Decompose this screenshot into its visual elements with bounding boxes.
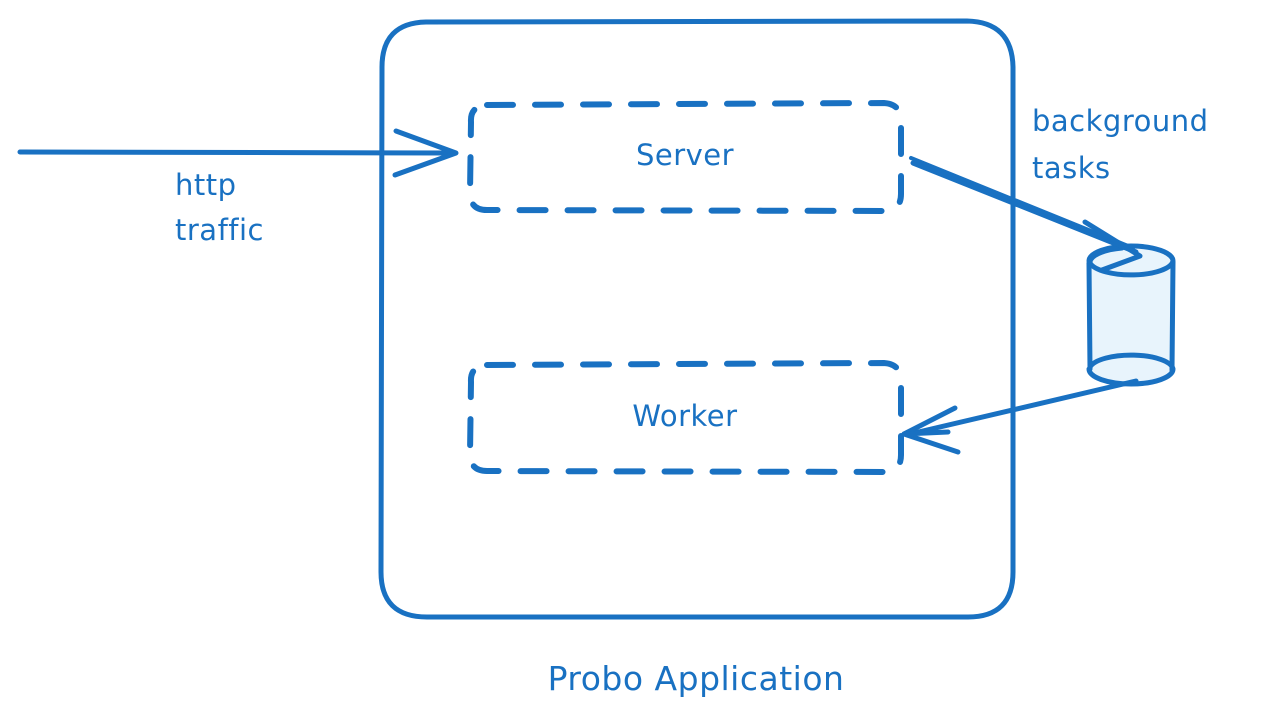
http-traffic-label-line2: traffic: [175, 213, 264, 247]
background-tasks-arrow: [909, 156, 1143, 273]
http-traffic-arrow: [17, 128, 459, 178]
database-to-worker-arrow: [901, 378, 1139, 455]
http-traffic-label-line1: http: [175, 168, 237, 202]
database-node[interactable]: [1086, 243, 1176, 387]
probo-application-container: [378, 18, 1016, 620]
worker-node[interactable]: Worker: [467, 360, 904, 475]
diagram-caption: Probo Application: [548, 659, 845, 698]
server-node[interactable]: Server: [467, 100, 904, 214]
worker-node-label: Worker: [632, 399, 737, 433]
background-tasks-label-line1: background: [1032, 104, 1209, 138]
server-node-label: Server: [636, 138, 734, 172]
background-tasks-label-line2: tasks: [1032, 151, 1111, 185]
